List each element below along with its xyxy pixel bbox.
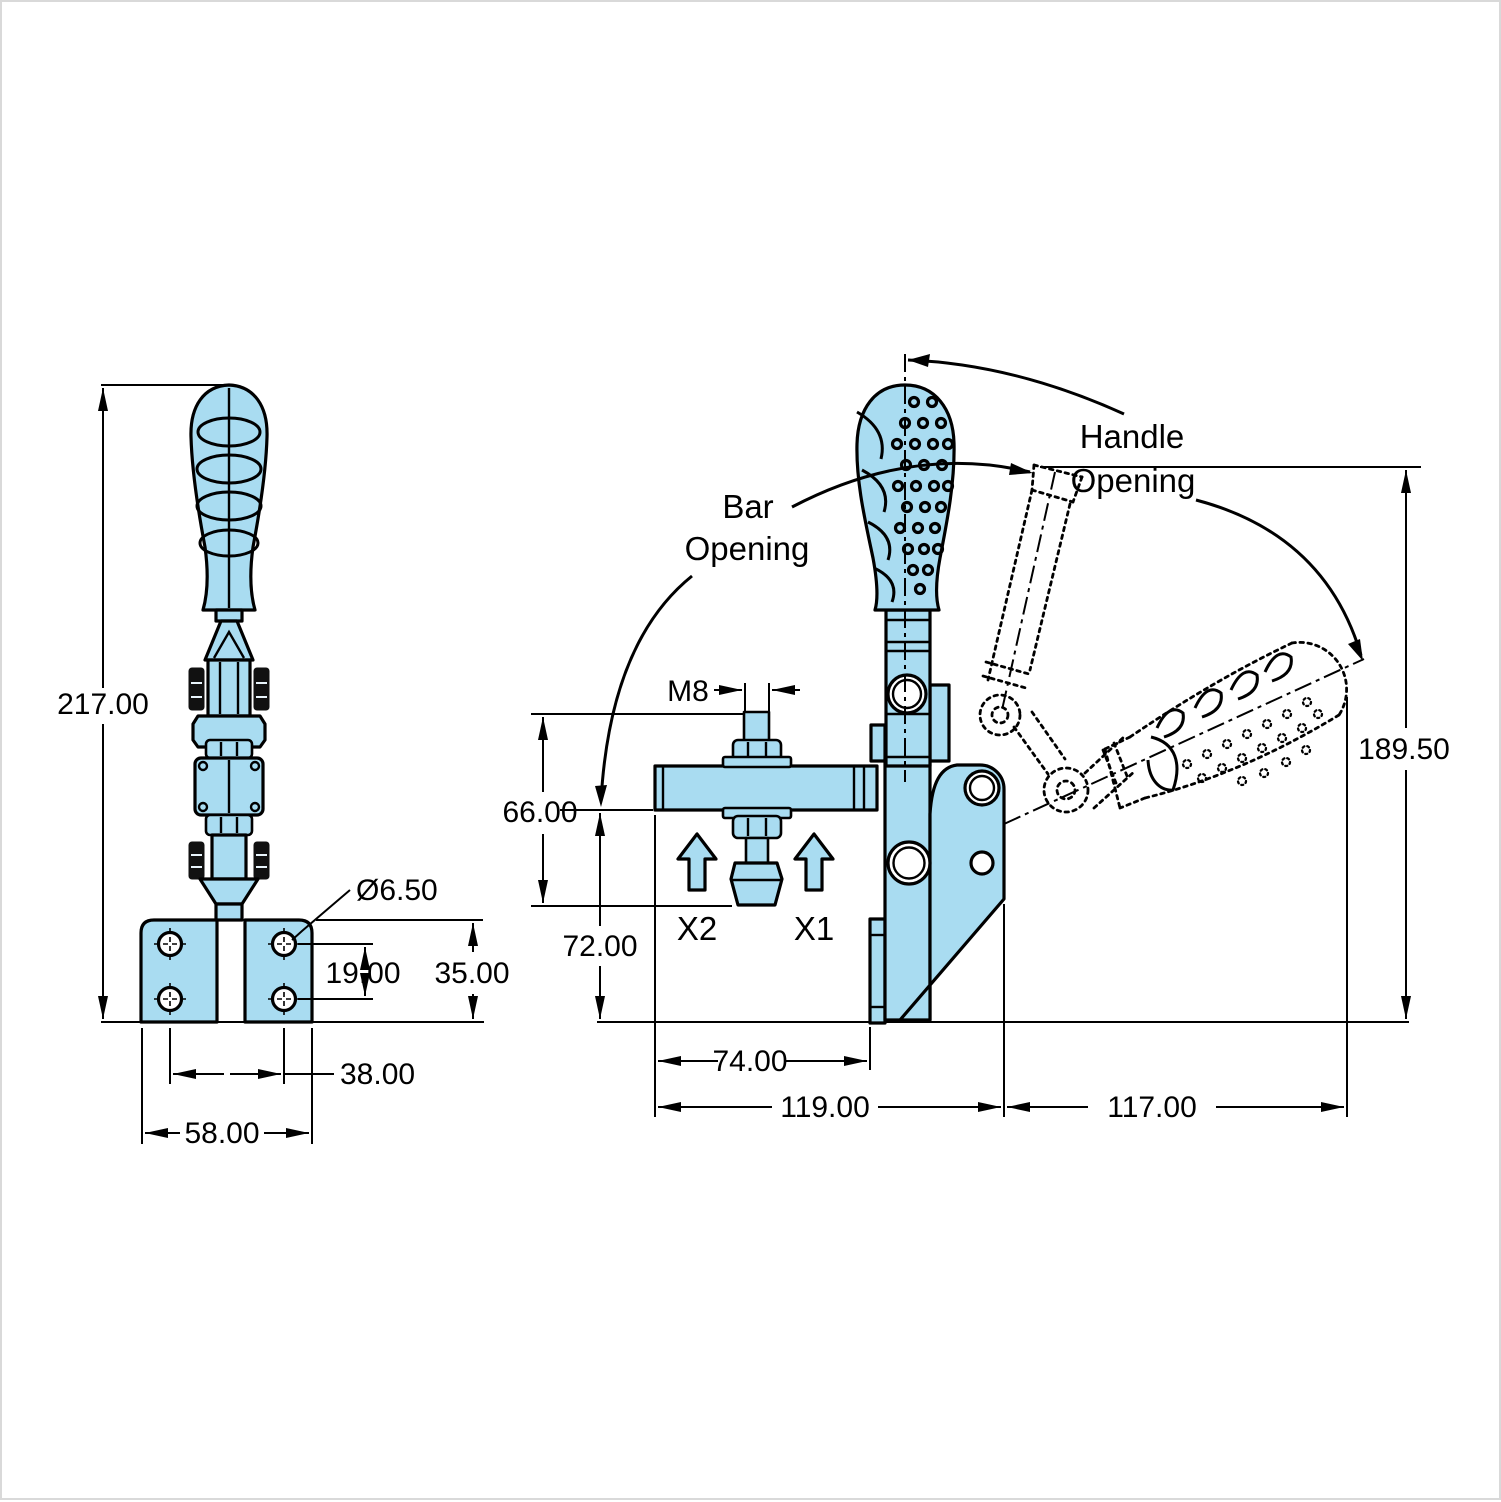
body-front-flange-upper: [869, 723, 887, 763]
bar-opening-annotation: Bar Opening: [595, 461, 1033, 807]
body-rear-flange: [928, 683, 951, 763]
bar-opening-label-line2: Opening: [685, 530, 810, 567]
dim-hole-diameter: Ø6.50: [291, 874, 438, 941]
body-column: [883, 757, 932, 1022]
clevis-fork: [203, 619, 255, 662]
pivot-pin-right: [253, 841, 270, 880]
bar-opening-label-line1: Bar: [722, 488, 773, 525]
clamp-point-x1-label: X1: [794, 910, 834, 947]
taper-boss: [198, 877, 260, 906]
hex-nut-upper-front: [204, 738, 254, 760]
dim-base-height-text: 35.00: [434, 957, 509, 990]
mounting-hole: [270, 985, 298, 1013]
dim-handle-reach: 117.00: [1007, 697, 1348, 1124]
dim-thread-text: M8: [667, 675, 709, 708]
dim-bar-reach: 74.00: [654, 815, 871, 1117]
front-view: 217.00: [57, 383, 510, 1150]
clamp-force-arrows: X2 X1: [676, 832, 835, 947]
dim-base-length: 119.00: [658, 904, 1005, 1124]
dim-handle-reach-text: 117.00: [1107, 1091, 1197, 1124]
dim-hole-pitch-vertical: 19.00: [298, 943, 401, 1000]
grip-oval-1: [196, 416, 262, 448]
dim-thread: M8: [667, 675, 800, 711]
clamp-point-x2-label: X2: [677, 910, 717, 947]
base-stem: [214, 902, 244, 922]
dim-hole-diameter-text: Ø6.50: [356, 874, 438, 907]
open-handle-grip-outline: [1103, 641, 1348, 810]
front-clamp-body: [139, 383, 314, 1024]
dim-open-height-text: 189.50: [1358, 733, 1450, 766]
mounting-hole: [156, 930, 184, 958]
dim-base-length-text: 119.00: [780, 1091, 870, 1124]
mounting-hole: [270, 930, 298, 958]
mounting-holes: [154, 928, 300, 1015]
dim-base-width-text: 58.00: [184, 1117, 259, 1150]
lower-column: [210, 833, 248, 881]
rivet-hole: [969, 850, 995, 876]
spindle-foot: [729, 861, 784, 907]
upper-link-block: [206, 658, 252, 718]
handle-neck-front: [214, 608, 244, 623]
spindle-stud: [742, 710, 771, 744]
grip-scallops: [856, 410, 896, 603]
handle-opening-label-line1: Handle: [1080, 418, 1185, 455]
dim-base-height: 35.00: [316, 919, 510, 1019]
grip-oval-3: [195, 490, 263, 522]
side-pin-right: [253, 667, 270, 711]
handle-opening-label-line2: Opening: [1071, 462, 1196, 499]
open-grip-dots: [1181, 696, 1324, 787]
spindle-washer-upper: [721, 755, 793, 769]
open-position-phantom: [978, 463, 1365, 825]
hex-nut-lower-front: [204, 813, 254, 837]
dim-open-height: 189.50: [1040, 466, 1450, 1019]
side-clamp-body: [653, 354, 1006, 1025]
side-view: M8 66.00 72.00 74.00 119.00: [502, 354, 1450, 1124]
side-pin-left: [188, 667, 205, 711]
spindle-shank: [744, 836, 770, 865]
dim-bar-height-text: 72.00: [562, 930, 637, 963]
dim-overall-height-text: 217.00: [57, 688, 149, 721]
dim-spindle-height: 66.00: [502, 713, 743, 907]
dim-bar-reach-text: 74.00: [712, 1045, 787, 1078]
open-grip-scallops: [1146, 652, 1293, 792]
pivot-pin-left: [188, 841, 205, 880]
spindle-nut-lower: [731, 814, 783, 840]
dim-hole-pitch-horizontal: 38.00: [169, 1028, 415, 1091]
clamping-arm: [653, 764, 879, 812]
force-arrow-x2-icon: [676, 832, 718, 892]
open-handle-centerline: [1003, 658, 1365, 825]
mounting-hole: [156, 985, 184, 1013]
dim-bar-height: 72.00: [560, 809, 653, 1019]
dim-hole-pitch-vertical-text: 19.00: [325, 957, 400, 990]
grip-oval-4: [198, 528, 260, 558]
body-gusset-plate: [898, 763, 1006, 1022]
open-bar-centerline: [1001, 471, 1056, 711]
dim-base-width: 58.00: [141, 1028, 313, 1150]
open-bar-outline: [981, 463, 1084, 690]
handle-opening-annotation: Handle Opening: [907, 354, 1363, 661]
force-arrow-x1-icon: [793, 832, 835, 892]
dim-hole-pitch-horizontal-text: 38.00: [340, 1058, 415, 1091]
grip-oval-2: [195, 453, 263, 485]
dim-spindle-height-text: 66.00: [502, 796, 577, 829]
